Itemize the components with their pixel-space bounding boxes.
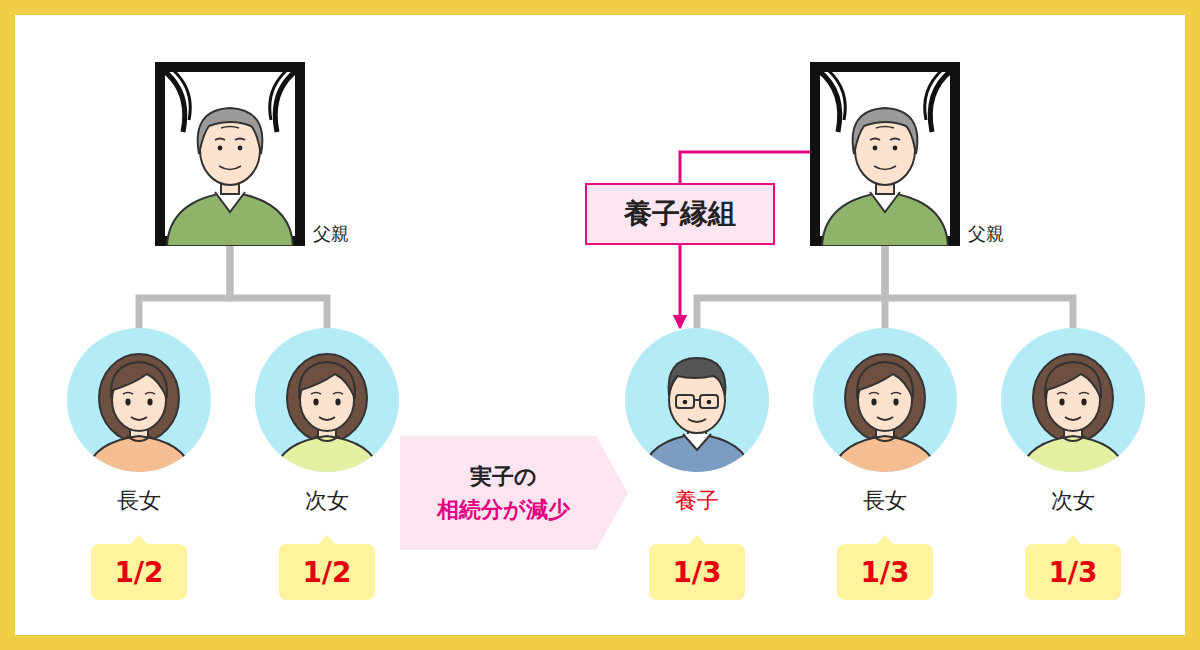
box-text: 養子縁組	[624, 195, 736, 233]
portrait-frame: 父親	[810, 62, 960, 246]
person-label: 長女	[117, 486, 161, 516]
box-text: 相続分が減少	[437, 493, 570, 526]
person-label: 父親	[313, 222, 349, 246]
box-text: 実子の	[470, 460, 537, 493]
process-box: 養子縁組	[585, 183, 775, 245]
portrait-frame: 父親	[155, 62, 305, 246]
family-line	[697, 246, 885, 328]
share-fraction: 1/3	[860, 556, 909, 589]
share-fraction: 1/3	[672, 556, 721, 589]
share-badge: 1/3	[837, 544, 933, 600]
share-fraction: 1/2	[302, 556, 351, 589]
share-badge: 1/3	[649, 544, 745, 600]
share-badge: 1/3	[1025, 544, 1121, 600]
share-badge: 1/2	[279, 544, 375, 600]
person-label: 次女	[1051, 486, 1095, 516]
person-circle: 養子	[625, 328, 769, 472]
person-label: 次女	[305, 486, 349, 516]
adoption-arrow	[680, 152, 810, 183]
arrow-band: 実子の相続分が減少	[400, 436, 628, 550]
person-circle: 次女	[255, 328, 399, 472]
person-label: 養子	[675, 486, 719, 516]
person-circle: 長女	[813, 328, 957, 472]
family-line	[139, 246, 230, 328]
person-label: 長女	[863, 486, 907, 516]
adoption-arrow	[679, 245, 682, 328]
share-fraction: 1/3	[1048, 556, 1097, 589]
family-line	[230, 246, 327, 328]
share-fraction: 1/2	[114, 556, 163, 589]
family-line	[885, 246, 1073, 328]
person-circle: 長女	[67, 328, 211, 472]
share-badge: 1/2	[91, 544, 187, 600]
arrow-band-shape	[400, 436, 628, 550]
person-label: 父親	[968, 222, 1004, 246]
person-circle: 次女	[1001, 328, 1145, 472]
portrait	[160, 67, 955, 246]
